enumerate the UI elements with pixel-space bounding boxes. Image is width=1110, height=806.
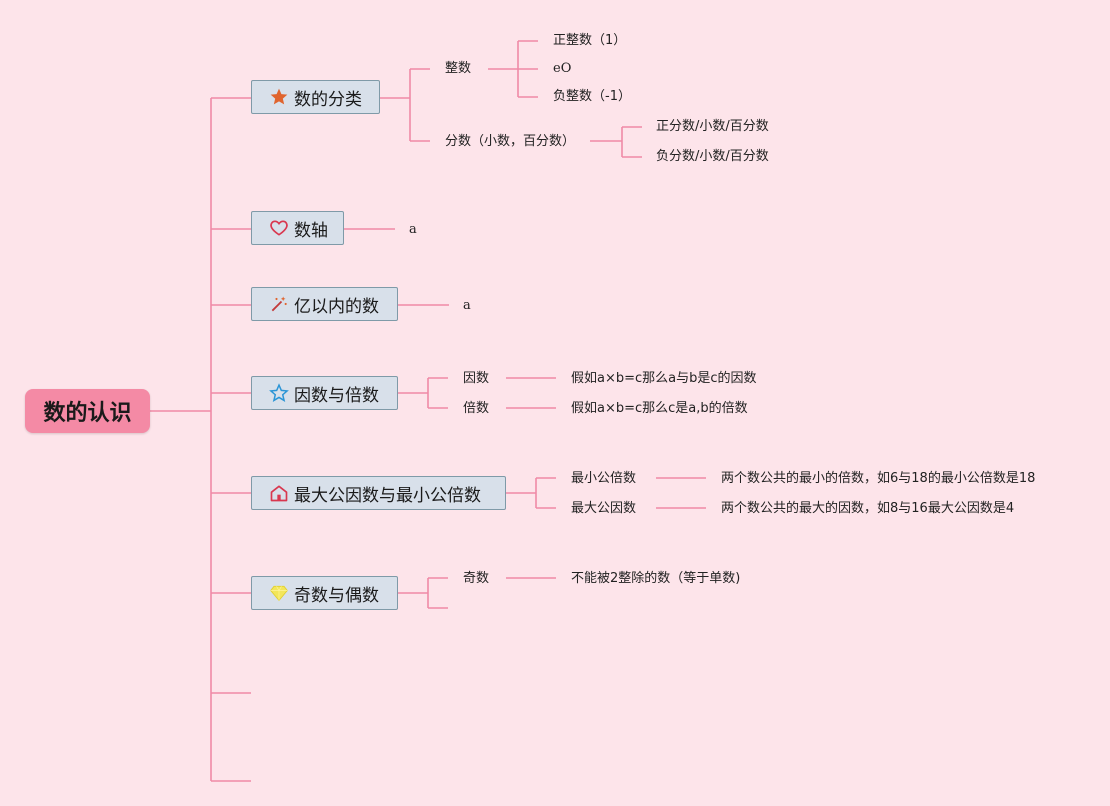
- number-line-child[interactable]: a: [409, 222, 417, 237]
- lcm-node[interactable]: 最小公倍数: [571, 471, 637, 486]
- topic-within-billion[interactable]: 亿以内的数: [251, 287, 398, 321]
- zero-node[interactable]: eO: [553, 61, 572, 76]
- fraction-node[interactable]: 分数（小数，百分数）: [445, 134, 576, 149]
- topic-label: 奇数与偶数: [294, 585, 379, 606]
- negative-fraction-node[interactable]: 负分数/小数/百分数: [656, 149, 769, 164]
- positive-fraction-node[interactable]: 正分数/小数/百分数: [656, 119, 769, 134]
- topic-factors-multiples[interactable]: 因数与倍数: [251, 376, 398, 410]
- integer-node[interactable]: 整数: [445, 61, 472, 76]
- topic-label: 因数与倍数: [294, 385, 379, 406]
- factor-node[interactable]: 因数: [463, 371, 490, 386]
- odd-definition[interactable]: 不能被2整除的数（等于单数): [571, 571, 741, 586]
- topic-label: 数的分类: [294, 89, 362, 110]
- gem-icon: [268, 582, 290, 604]
- topic-label: 亿以内的数: [294, 296, 379, 317]
- factor-definition[interactable]: 假如a×b=c那么a与b是c的因数: [571, 371, 757, 386]
- topic-odd-even[interactable]: 奇数与偶数: [251, 576, 398, 610]
- star-filled-icon: [268, 86, 290, 108]
- multiple-definition[interactable]: 假如a×b=c那么c是a,b的倍数: [571, 401, 748, 416]
- positive-integer-node[interactable]: 正整数（1）: [553, 33, 627, 48]
- root-node[interactable]: 数的认识: [25, 389, 150, 433]
- topic-number-line[interactable]: 数轴: [251, 211, 344, 245]
- topic-number-classification[interactable]: 数的分类: [251, 80, 380, 114]
- magic-wand-icon: [268, 293, 290, 315]
- topic-label: 数轴: [294, 220, 328, 241]
- gcd-node[interactable]: 最大公因数: [571, 501, 637, 516]
- heart-icon: [268, 217, 290, 239]
- topic-gcd-lcm[interactable]: 最大公因数与最小公倍数: [251, 476, 506, 510]
- within-billion-child[interactable]: a: [463, 298, 471, 313]
- multiple-node[interactable]: 倍数: [463, 401, 490, 416]
- odd-node[interactable]: 奇数: [463, 571, 490, 586]
- lcm-definition[interactable]: 两个数公共的最小的倍数，如6与18的最小公倍数是18: [721, 471, 1036, 486]
- star-outline-icon: [268, 382, 290, 404]
- topic-label: 最大公因数与最小公倍数: [294, 485, 481, 506]
- gcd-definition[interactable]: 两个数公共的最大的因数，如8与16最大公因数是4: [721, 501, 1015, 516]
- negative-integer-node[interactable]: 负整数（-1）: [553, 89, 631, 104]
- house-icon: [268, 482, 290, 504]
- root-title: 数的认识: [43, 401, 132, 426]
